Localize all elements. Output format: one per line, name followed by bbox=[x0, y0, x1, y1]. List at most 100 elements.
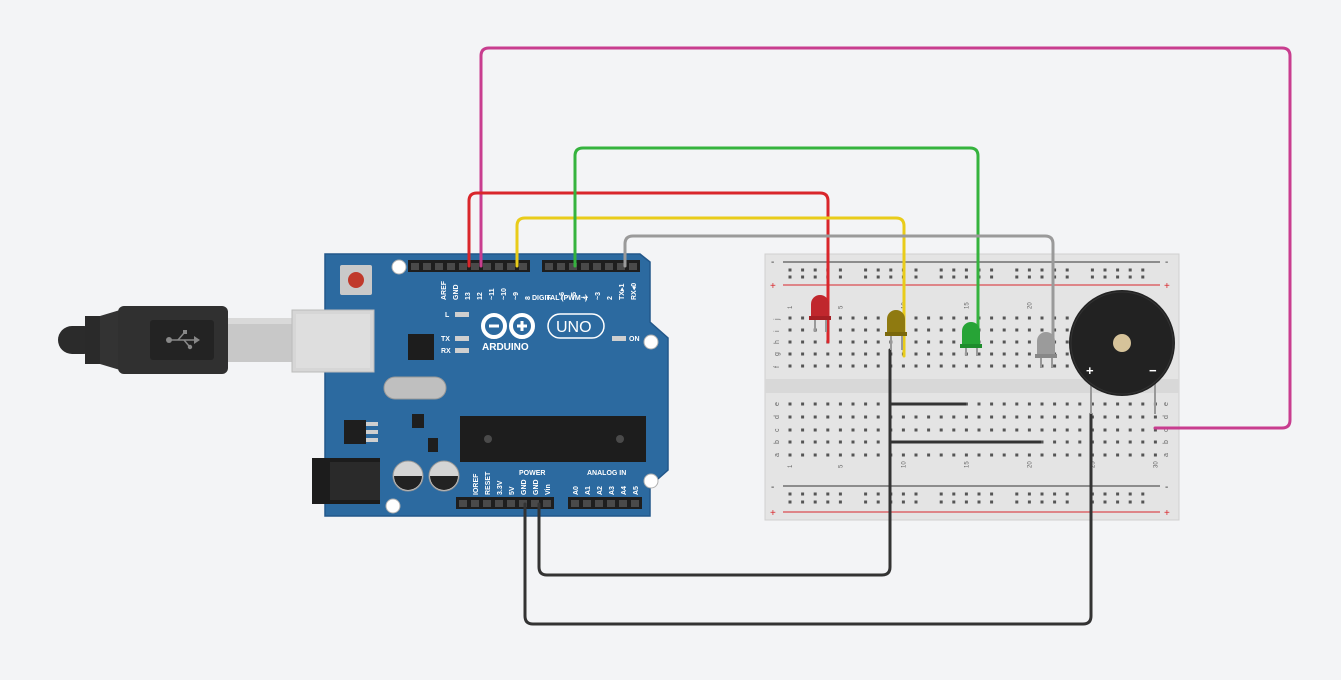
digital-pin-pin[interactable] bbox=[581, 263, 589, 270]
terminal-hole[interactable] bbox=[990, 402, 994, 406]
terminal-hole[interactable] bbox=[851, 453, 855, 457]
terminal-hole[interactable] bbox=[952, 428, 956, 432]
terminal-hole[interactable] bbox=[864, 440, 868, 444]
rail-hole[interactable] bbox=[977, 492, 981, 496]
terminal-hole[interactable] bbox=[1040, 415, 1044, 419]
rail-hole[interactable] bbox=[964, 275, 968, 279]
digital-pin-pin[interactable] bbox=[605, 263, 613, 270]
terminal-hole[interactable] bbox=[801, 415, 805, 419]
terminal-hole[interactable] bbox=[813, 453, 817, 457]
terminal-hole[interactable] bbox=[1103, 453, 1107, 457]
rail-hole[interactable] bbox=[826, 500, 830, 504]
rail-hole[interactable] bbox=[964, 500, 968, 504]
terminal-hole[interactable] bbox=[1116, 428, 1120, 432]
terminal-hole[interactable] bbox=[914, 328, 918, 332]
usb-cable[interactable] bbox=[58, 306, 294, 374]
rail-hole[interactable] bbox=[838, 268, 842, 272]
rail-hole[interactable] bbox=[952, 275, 956, 279]
terminal-hole[interactable] bbox=[838, 428, 842, 432]
terminal-hole[interactable] bbox=[851, 415, 855, 419]
led-yellow[interactable] bbox=[885, 310, 907, 350]
terminal-hole[interactable] bbox=[964, 402, 968, 406]
rail-hole[interactable] bbox=[1141, 275, 1145, 279]
rail-hole[interactable] bbox=[1015, 275, 1019, 279]
rail-hole[interactable] bbox=[788, 268, 792, 272]
analog-pin-pin[interactable] bbox=[583, 500, 591, 507]
terminal-hole[interactable] bbox=[990, 428, 994, 432]
terminal-hole[interactable] bbox=[1027, 328, 1031, 332]
terminal-hole[interactable] bbox=[788, 352, 792, 356]
power-pin-pin[interactable] bbox=[471, 500, 479, 507]
rail-hole[interactable] bbox=[876, 500, 880, 504]
led-green[interactable] bbox=[960, 322, 982, 356]
terminal-hole[interactable] bbox=[1141, 428, 1145, 432]
terminal-hole[interactable] bbox=[1015, 328, 1019, 332]
rail-hole[interactable] bbox=[1015, 500, 1019, 504]
rail-hole[interactable] bbox=[964, 492, 968, 496]
terminal-hole[interactable] bbox=[788, 328, 792, 332]
rail-hole[interactable] bbox=[1141, 268, 1145, 272]
terminal-hole[interactable] bbox=[801, 428, 805, 432]
rail-hole[interactable] bbox=[838, 275, 842, 279]
rail-hole[interactable] bbox=[1027, 492, 1031, 496]
terminal-hole[interactable] bbox=[990, 364, 994, 368]
terminal-hole[interactable] bbox=[952, 328, 956, 332]
wire-yellow[interactable] bbox=[515, 216, 906, 358]
terminal-hole[interactable] bbox=[1015, 364, 1019, 368]
terminal-hole[interactable] bbox=[927, 316, 931, 320]
terminal-hole[interactable] bbox=[864, 352, 868, 356]
wire-green[interactable] bbox=[573, 146, 980, 332]
terminal-hole[interactable] bbox=[864, 328, 868, 332]
terminal-hole[interactable] bbox=[1015, 415, 1019, 419]
terminal-hole[interactable] bbox=[1065, 402, 1069, 406]
terminal-hole[interactable] bbox=[939, 428, 943, 432]
terminal-hole[interactable] bbox=[1053, 440, 1057, 444]
terminal-hole[interactable] bbox=[1002, 364, 1006, 368]
rail-hole[interactable] bbox=[1015, 492, 1019, 496]
terminal-hole[interactable] bbox=[876, 428, 880, 432]
terminal-hole[interactable] bbox=[927, 364, 931, 368]
terminal-hole[interactable] bbox=[1065, 415, 1069, 419]
terminal-hole[interactable] bbox=[939, 453, 943, 457]
digital-pin-pin[interactable] bbox=[593, 263, 601, 270]
terminal-hole[interactable] bbox=[876, 316, 880, 320]
power-pin-pin[interactable] bbox=[543, 500, 551, 507]
terminal-hole[interactable] bbox=[1078, 402, 1082, 406]
terminal-hole[interactable] bbox=[1053, 364, 1057, 368]
terminal-hole[interactable] bbox=[1153, 453, 1157, 457]
digital-pin-pin[interactable] bbox=[459, 263, 467, 270]
rail-hole[interactable] bbox=[801, 492, 805, 496]
terminal-hole[interactable] bbox=[1128, 415, 1132, 419]
rail-hole[interactable] bbox=[1053, 492, 1057, 496]
rail-hole[interactable] bbox=[1103, 492, 1107, 496]
terminal-hole[interactable] bbox=[977, 453, 981, 457]
terminal-hole[interactable] bbox=[801, 364, 805, 368]
terminal-hole[interactable] bbox=[990, 352, 994, 356]
terminal-hole[interactable] bbox=[901, 453, 905, 457]
terminal-hole[interactable] bbox=[1128, 428, 1132, 432]
terminal-hole[interactable] bbox=[1128, 440, 1132, 444]
rail-hole[interactable] bbox=[864, 500, 868, 504]
terminal-hole[interactable] bbox=[952, 415, 956, 419]
rail-hole[interactable] bbox=[1053, 275, 1057, 279]
rail-hole[interactable] bbox=[813, 268, 817, 272]
terminal-hole[interactable] bbox=[1103, 402, 1107, 406]
terminal-hole[interactable] bbox=[977, 364, 981, 368]
terminal-hole[interactable] bbox=[1053, 402, 1057, 406]
terminal-hole[interactable] bbox=[964, 364, 968, 368]
led-red[interactable] bbox=[809, 295, 831, 332]
terminal-hole[interactable] bbox=[851, 402, 855, 406]
rail-hole[interactable] bbox=[1027, 500, 1031, 504]
terminal-hole[interactable] bbox=[851, 364, 855, 368]
terminal-hole[interactable] bbox=[990, 453, 994, 457]
digital-pin-pin[interactable] bbox=[471, 263, 479, 270]
terminal-hole[interactable] bbox=[838, 415, 842, 419]
power-pin-pin[interactable] bbox=[483, 500, 491, 507]
terminal-hole[interactable] bbox=[1040, 316, 1044, 320]
terminal-hole[interactable] bbox=[851, 440, 855, 444]
rail-hole[interactable] bbox=[990, 500, 994, 504]
terminal-hole[interactable] bbox=[1103, 440, 1107, 444]
terminal-hole[interactable] bbox=[1027, 402, 1031, 406]
analog-pin-pin[interactable] bbox=[571, 500, 579, 507]
terminal-hole[interactable] bbox=[1065, 328, 1069, 332]
